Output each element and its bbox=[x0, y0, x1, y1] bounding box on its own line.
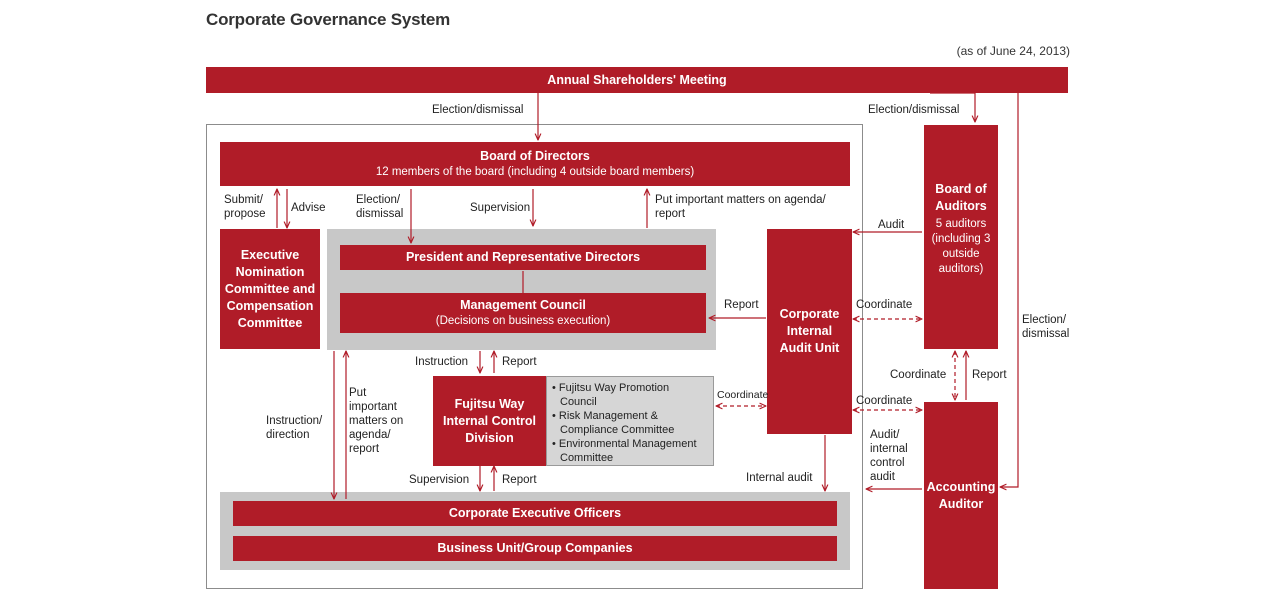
shareholders-meeting-label: Annual Shareholders' Meeting bbox=[547, 72, 727, 87]
management-council-sub: (Decisions on business execution) bbox=[435, 315, 611, 327]
label-supervision-top: Supervision bbox=[470, 202, 531, 214]
label-submit: Submit/ propose bbox=[224, 194, 266, 220]
label-internal-audit: Internal audit bbox=[746, 472, 813, 484]
committee-item: Environmental Management Committee bbox=[552, 437, 708, 465]
committee-item: Fujitsu Way Promotion Council bbox=[552, 381, 708, 409]
accounting-auditor: Accounting Auditor bbox=[924, 402, 998, 589]
board-of-auditors-title: Board of Auditors bbox=[935, 182, 987, 213]
label-audit-internal-control: Audit/ internal control audit bbox=[870, 429, 908, 483]
label-supervision-bottom: Supervision bbox=[409, 474, 470, 486]
label-election-auditors: Election/dismissal bbox=[868, 104, 960, 116]
board-of-auditors: Board of Auditors 5 auditors (including … bbox=[924, 125, 998, 349]
label-audit: Audit bbox=[878, 219, 905, 231]
label-advise: Advise bbox=[291, 202, 326, 214]
shareholders-meeting: Annual Shareholders' Meeting bbox=[206, 67, 1068, 93]
president-label: President and Representative Directors bbox=[405, 250, 641, 264]
label-report-right: Report bbox=[972, 369, 1007, 381]
internal-audit-unit: Corporate Internal Audit Unit bbox=[767, 229, 852, 434]
president-box: President and Representative Directors bbox=[340, 245, 706, 270]
business-unit-label: Business Unit/Group Companies bbox=[437, 541, 633, 555]
nomination-committee-label: Executive Nomination Committee and Compe… bbox=[224, 247, 316, 330]
committees-box: Fujitsu Way Promotion Council Risk Manag… bbox=[546, 376, 714, 466]
label-coordinate-fw: Coordinate bbox=[717, 389, 769, 401]
board-of-directors: Board of Directors 12 members of the boa… bbox=[220, 142, 850, 186]
label-coordinate-right: Coordinate bbox=[856, 395, 913, 407]
label-election-president: Election/ dismissal bbox=[356, 194, 404, 220]
board-of-directors-title: Board of Directors bbox=[480, 149, 590, 163]
internal-audit-label: Corporate Internal Audit Unit bbox=[779, 307, 840, 355]
label-put-agenda-top: Put important matters on agenda/ report bbox=[655, 194, 826, 220]
label-election-board: Election/dismissal bbox=[432, 104, 524, 116]
label-report-mgmt: Report bbox=[724, 299, 759, 311]
fujitsu-way-label: Fujitsu Way Internal Control Division bbox=[442, 396, 537, 445]
label-report-bottom: Report bbox=[502, 474, 537, 486]
board-of-directors-sub: 12 members of the board (including 4 out… bbox=[375, 166, 695, 178]
accounting-auditor-label: Accounting Auditor bbox=[926, 479, 996, 511]
label-instruction: Instruction bbox=[415, 356, 469, 368]
as-of-date: (as of June 24, 2013) bbox=[956, 44, 1070, 58]
label-instruction-direction: Instruction/ direction bbox=[266, 415, 323, 441]
business-unit-group: Business Unit/Group Companies bbox=[233, 536, 837, 561]
corporate-executive-officers: Corporate Executive Officers bbox=[233, 501, 837, 526]
nomination-committee: Executive Nomination Committee and Compe… bbox=[220, 229, 320, 349]
board-of-auditors-sub: 5 auditors (including 3 outside auditors… bbox=[931, 218, 991, 275]
arrow-shareholders-accounting bbox=[1000, 93, 1019, 487]
label-report-fw: Report bbox=[502, 356, 537, 368]
company-frame bbox=[206, 124, 863, 589]
ceo-label: Corporate Executive Officers bbox=[448, 506, 622, 520]
label-election-accounting: Election/ dismissal bbox=[1022, 314, 1070, 340]
page-title: Corporate Governance System bbox=[206, 10, 451, 29]
management-council: Management Council (Decisions on busines… bbox=[340, 293, 706, 333]
label-coordinate-top: Coordinate bbox=[856, 299, 913, 311]
committee-item: Risk Management & Compliance Committee bbox=[552, 409, 708, 437]
fujitsu-way-division: Fujitsu Way Internal Control Division bbox=[433, 376, 546, 466]
label-coordinate-mid: Coordinate bbox=[890, 369, 947, 381]
management-council-title: Management Council bbox=[460, 298, 586, 312]
label-put-agenda-left: Put important matters on agenda/ report bbox=[349, 387, 404, 455]
